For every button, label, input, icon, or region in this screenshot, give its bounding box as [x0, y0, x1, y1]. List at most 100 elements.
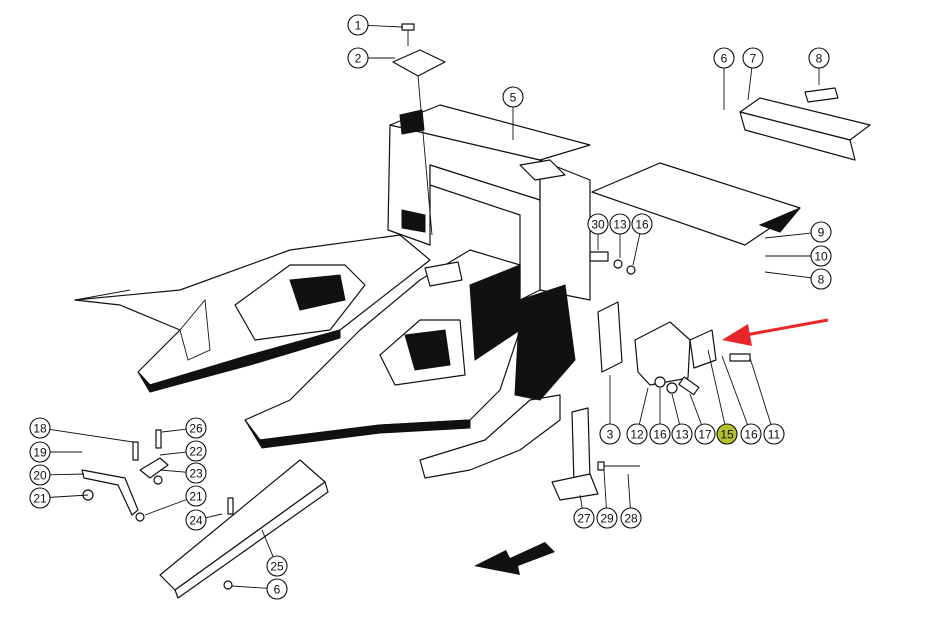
callout-circle	[29, 464, 51, 486]
callout-16: 16	[721, 355, 762, 445]
callout-number: 21	[189, 490, 203, 504]
leader-line	[261, 529, 274, 557]
callout-number: 15	[720, 428, 734, 442]
callout-circle	[29, 487, 51, 509]
callout-circle	[266, 578, 288, 600]
callout-number: 11	[768, 428, 781, 442]
callout-circle	[620, 507, 642, 529]
callout-number: 9	[818, 226, 825, 240]
bracket-set	[81, 429, 169, 522]
leader-line	[747, 67, 753, 101]
callout-circle	[573, 507, 595, 529]
callout-circle	[694, 423, 716, 445]
callout-circle	[266, 555, 288, 577]
callout-24: 24	[185, 509, 223, 531]
red-pointer-arrow	[722, 318, 829, 346]
callout-30: 30	[587, 213, 609, 250]
leader-line	[627, 473, 631, 509]
leader-line	[49, 494, 89, 498]
callout-28: 28	[620, 473, 642, 529]
leader-line	[638, 387, 649, 425]
mounting-plates	[589, 251, 751, 396]
callout-number: 25	[270, 560, 284, 574]
callout-15: 15	[707, 349, 738, 445]
callout-number: 3	[607, 428, 614, 442]
callout-number: 29	[600, 512, 614, 526]
callout-number: 7	[750, 52, 757, 66]
leader-line	[367, 24, 404, 28]
callout-7: 7	[742, 47, 764, 101]
callout-2: 2	[347, 47, 395, 69]
callout-number: 2	[355, 52, 362, 66]
callout-circle	[347, 47, 369, 69]
leader-line	[632, 233, 641, 266]
callout-circle	[185, 417, 207, 439]
callout-23: 23	[159, 462, 207, 484]
callout-number: 8	[818, 273, 825, 287]
callout-circle	[587, 213, 609, 235]
left-divider	[74, 234, 431, 393]
callout-circle	[810, 268, 832, 290]
callout-circle	[185, 485, 207, 507]
main-frame-upper	[387, 104, 591, 301]
leader-line	[721, 355, 748, 425]
callout-circle	[29, 441, 51, 463]
callout-number: 30	[591, 218, 605, 232]
callout-circle	[671, 423, 693, 445]
right-divider	[244, 249, 576, 479]
callout-number: 28	[624, 512, 638, 526]
callout-3: 3	[599, 375, 621, 445]
callout-6: 6	[713, 47, 735, 110]
leader-line	[579, 494, 583, 509]
callout-20: 20	[29, 464, 85, 486]
leader-line	[159, 451, 187, 456]
leader-line	[205, 513, 223, 519]
callout-25: 25	[261, 529, 288, 577]
callout-22: 22	[159, 440, 207, 462]
callout-circle	[810, 221, 832, 243]
callout-circle	[716, 423, 738, 445]
callout-number: 16	[744, 428, 758, 442]
leader-line	[231, 585, 268, 589]
leader-line	[764, 232, 812, 239]
callout-circle	[713, 47, 735, 69]
callout-number: 13	[613, 218, 627, 232]
callout-number: 17	[698, 428, 712, 442]
callout-10: 10	[765, 245, 832, 267]
callout-12: 12	[626, 387, 649, 445]
callout-number: 10	[814, 250, 828, 264]
callout-16: 16	[631, 213, 653, 266]
leader-line	[144, 499, 187, 516]
callout-6: 6	[231, 578, 288, 600]
callout-circle	[626, 423, 648, 445]
callout-number: 24	[189, 514, 203, 528]
callout-circle	[808, 47, 830, 69]
leader-line	[49, 473, 85, 476]
callout-18: 18	[29, 417, 134, 443]
part-2-plate	[392, 23, 446, 236]
callout-circle	[742, 47, 764, 69]
callout-8: 8	[808, 47, 830, 85]
leader-line	[671, 393, 681, 425]
callout-circle	[810, 245, 832, 267]
callout-circle	[740, 423, 762, 445]
callout-circle	[631, 213, 653, 235]
callout-circle	[502, 86, 524, 108]
leader-line	[603, 469, 607, 509]
leader-line	[749, 357, 772, 425]
callout-9: 9	[764, 221, 832, 243]
callout-21: 21	[144, 485, 207, 516]
callout-circle	[609, 213, 631, 235]
callout-16: 16	[649, 388, 671, 445]
callout-circle	[347, 14, 369, 36]
callout-circle	[763, 423, 785, 445]
callout-number: 26	[189, 422, 203, 436]
callout-number: 6	[274, 583, 281, 597]
callout-17: 17	[689, 393, 716, 445]
travel-direction-arrow	[474, 542, 555, 575]
leader-line	[764, 271, 812, 279]
callout-number: 8	[816, 52, 823, 66]
callout-number: 16	[635, 218, 649, 232]
